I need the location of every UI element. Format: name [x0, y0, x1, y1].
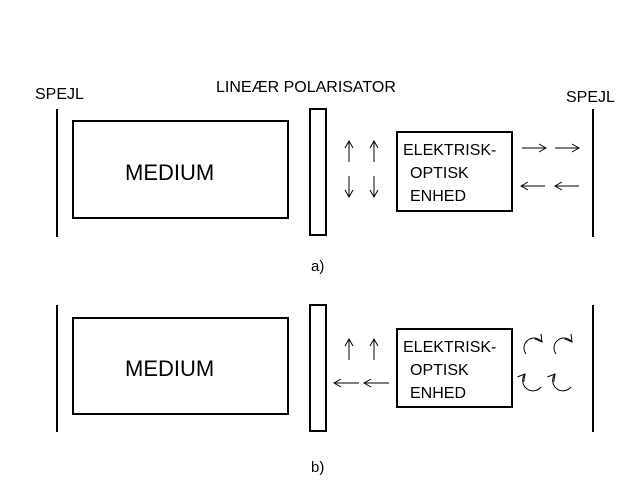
unit-label-line-3: ENHED — [410, 385, 466, 402]
caption-b: b) — [311, 459, 324, 476]
medium-box — [72, 120, 289, 219]
unit-label-line-3: ENHED — [410, 188, 466, 205]
curved-arrow-clockwise — [523, 333, 543, 355]
unit-label-line-1: ELEKTRISK- — [403, 339, 496, 356]
curved-arrow-counterclockwise — [517, 373, 542, 392]
polarization-arrows — [332, 337, 389, 388]
electro-optic-unit-box — [396, 328, 513, 408]
panel-b: MEDIUM ELEKTRISK- OPTISK ENHED b) — [56, 304, 594, 476]
caption-a: a) — [311, 258, 324, 275]
curved-arrow-clockwise — [553, 333, 573, 355]
mirror-left-label: SPEJL — [35, 86, 84, 103]
medium-label: MEDIUM — [125, 160, 214, 185]
linear-polarizer — [309, 108, 327, 236]
unit-label-line-1: ELEKTRISK- — [403, 142, 496, 159]
unit-label-line-2: OPTISK — [410, 165, 469, 182]
panel-a: MEDIUM ELEKTRISK- OPTISK ENHED a) — [56, 108, 594, 275]
horizontal-polarization-arrows — [519, 143, 581, 191]
medium-box — [72, 317, 289, 415]
unit-label-line-2: OPTISK — [410, 362, 469, 379]
curved-arrow-counterclockwise — [547, 373, 572, 392]
linear-polarizer — [309, 304, 327, 432]
polarizer-label: LINEÆR POLARISATOR — [216, 79, 396, 96]
mirror-right-label: SPEJL — [566, 89, 615, 106]
circular-polarization-arrows — [517, 333, 573, 392]
vertical-polarization-arrows — [344, 139, 379, 199]
electro-optic-unit-box — [396, 131, 513, 212]
medium-label: MEDIUM — [125, 356, 214, 381]
